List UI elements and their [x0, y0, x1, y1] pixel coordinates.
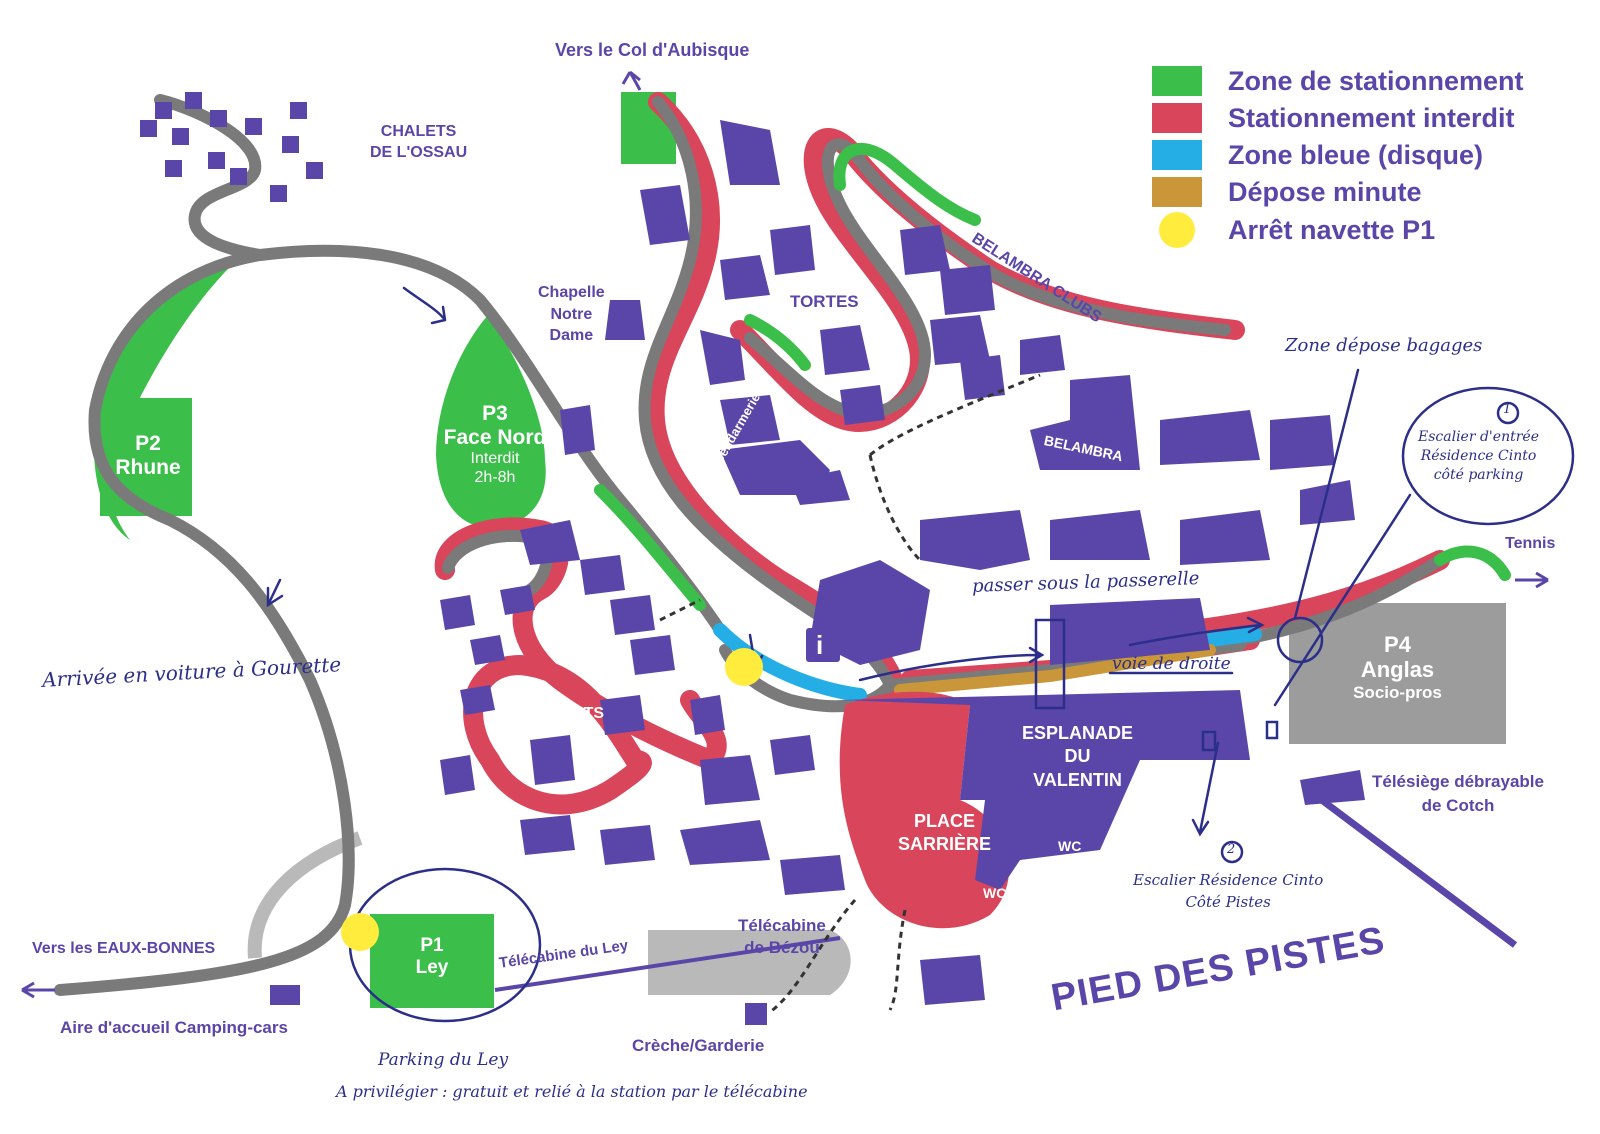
legend-label-no-parking: Stationnement interdit [1228, 102, 1515, 133]
legend-item-blue-zone: Zone bleue (disque) [1152, 138, 1483, 172]
legend-item-drop-off: Dépose minute [1152, 175, 1422, 209]
telesiege-line [1312, 792, 1518, 948]
note-escalier-1-b: Résidence Cinto [1420, 447, 1537, 464]
arrow-aubisque [621, 70, 642, 91]
note-escalier-2-num: 2 [1227, 842, 1236, 857]
label-telesiege-1: Télésiège débrayable [1372, 772, 1544, 791]
parking-p2-name: P2 [135, 432, 161, 455]
parking-p2-sub: Rhune [115, 456, 181, 480]
blue-zone-road [713, 623, 867, 702]
label-telecabine-bezou-2: de Bézou [744, 938, 820, 958]
info-marker [806, 628, 840, 662]
label-sendeits: SENDEITS [524, 705, 605, 722]
note-escalier-1: Escalier d'entrée Résidence Cinto côté p… [1418, 428, 1539, 485]
legend-swatch-shuttle-stop [1159, 212, 1195, 248]
telecabine-ley-line [494, 936, 841, 992]
legend-swatch-blue-zone [1152, 140, 1202, 170]
green-area-p3 [436, 315, 546, 528]
parking-p3-note-2: 2h-8h [474, 468, 516, 486]
parking-p4-sub: Anglas [1360, 657, 1435, 683]
label-wc-2: WC [983, 885, 1007, 901]
parking-p4: P4 Anglas Socio-pros [1320, 632, 1475, 702]
parking-p4-name: P4 [1384, 632, 1411, 657]
label-eaux-bonnes: Vers les EAUX-BONNES [32, 940, 216, 957]
arrow-eaux-bonnes [21, 981, 55, 999]
green-area-p1 [370, 914, 494, 1008]
label-telecabine-bezou-1: Télécabine [738, 916, 826, 935]
label-chalets-2: DE L'OSSAU [370, 143, 468, 161]
label-tennis: Tennis [1505, 535, 1556, 552]
footpaths [659, 373, 1041, 1014]
legend-item-no-parking: Stationnement interdit [1152, 101, 1515, 135]
legend-label-shuttle-stop: Arrêt navette P1 [1228, 214, 1436, 245]
note-zone-depose: Zone dépose bagages [1285, 335, 1483, 356]
legend-swatch-drop-off [1152, 177, 1202, 207]
parking-p1-name: P1 [420, 935, 444, 956]
blue-zone-right [1203, 627, 1262, 647]
label-place-1: PLACE [914, 811, 976, 831]
note-escalier-2: Escalier Résidence Cinto Côté Pistes [1133, 870, 1323, 914]
label-esplanade-3: VALENTIN [1033, 769, 1122, 790]
legend-label-blue-zone: Zone bleue (disque) [1228, 139, 1484, 170]
place-sarriere-area [839, 691, 1010, 929]
legend-swatch-no-parking [1152, 103, 1202, 133]
label-telesiege-2: de Cotch [1421, 795, 1495, 815]
label-chapelle: Chapelle Notre Dame [538, 282, 605, 347]
label-aire-camping: Aire d'accueil Camping-cars [60, 1018, 288, 1037]
parking-p3: P3 Face Nord Interdit 2h-8h [430, 402, 560, 487]
label-place-2: SARRIÈRE [898, 834, 992, 855]
label-wc-1: WC [1058, 838, 1082, 854]
light-road-camping [247, 831, 363, 959]
legend-label-parking: Zone de stationnement [1228, 65, 1524, 96]
label-col-aubisque: Vers le Col d'Aubisque [555, 40, 750, 60]
legend-item-parking: Zone de stationnement [1152, 64, 1524, 98]
parking-p3-name: P3 [482, 402, 508, 425]
info-icon: i [816, 630, 824, 660]
note-privilegier: A privilégier : gratuit et relié à la st… [336, 1082, 808, 1101]
parking-p4-note: Socio-pros [1353, 682, 1442, 702]
note-voie-droite: voie de droite [1112, 654, 1231, 674]
note-escalier-1-num: 1 [1503, 402, 1512, 417]
label-chalets-1: CHALETS [380, 123, 457, 140]
label-chapelle-3: Dame [549, 327, 594, 345]
drop-off-road [894, 644, 1216, 696]
legend-label-drop-off: Dépose minute [1228, 176, 1422, 207]
label-esplanade-1: ESPLANADE [1022, 723, 1134, 743]
shuttle-stop-p1 [341, 913, 379, 951]
shuttle-stop-center [725, 648, 763, 686]
parking-p3-note-1: Interdit [470, 450, 520, 468]
note-escalier-1-a: Escalier d'entrée [1418, 429, 1539, 445]
label-chalets: CHALETS DE L'OSSAU [370, 122, 467, 164]
label-chapelle-2: Notre [550, 305, 593, 323]
green-strips [594, 142, 1511, 611]
note-parking-ley: Parking du Ley [378, 1050, 509, 1070]
label-tortes: TORTES [790, 292, 859, 311]
label-place-sarriere: PLACE SARRIÈRE [898, 810, 991, 857]
note-escalier-1-c: côté parking [1433, 466, 1524, 483]
arrow-tennis [1515, 571, 1549, 589]
grey-area-telecabine [648, 930, 851, 995]
label-telesiege: Télésiège débrayable de Cotch [1372, 770, 1544, 818]
label-creche: Crèche/Garderie [632, 1036, 765, 1055]
label-telecabine-bezou: Télécabine de Bézou [738, 915, 826, 959]
note-escalier-2-b: Côté Pistes [1185, 892, 1271, 911]
buildings [140, 92, 1365, 1025]
parking-p1: P1 Ley [392, 935, 472, 979]
parking-p3-sub: Face Nord [443, 426, 547, 450]
legend-swatch-parking [1152, 66, 1202, 96]
parking-p1-sub: Ley [415, 956, 449, 978]
label-chapelle-1: Chapelle [538, 284, 605, 301]
label-esplanade: ESPLANADE DU VALENTIN [1022, 722, 1133, 792]
green-area-p2-box [100, 398, 192, 516]
note-escalier-2-a: Escalier Résidence Cinto [1133, 871, 1324, 889]
legend-item-shuttle-stop: Arrêt navette P1 [1152, 212, 1436, 248]
parking-p2: P2 Rhune [108, 432, 188, 480]
label-esplanade-2: DU [1064, 746, 1091, 767]
